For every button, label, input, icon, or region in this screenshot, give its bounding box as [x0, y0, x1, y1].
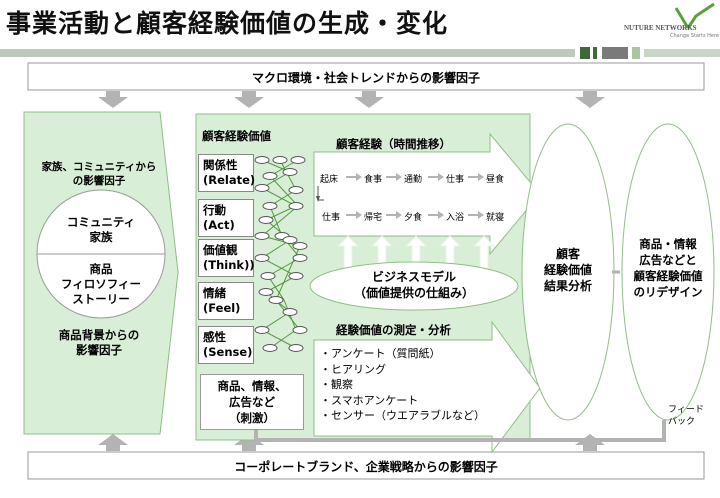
network-nodes [254, 156, 308, 352]
redesign-label: 商品・情報 広告などと 顧客経験価値 のリデザイン [633, 237, 703, 299]
timeline-row1-item: 食事 [364, 175, 383, 185]
header-stripe [0, 44, 720, 59]
facet-think: 価値観 (Think)) [198, 239, 255, 277]
timeline-row2-item: 仕事 [322, 213, 341, 223]
facet-feel: 情緒 (Feel) [198, 282, 254, 320]
facet-sense: 感性 (Sense) [198, 326, 254, 364]
white-up-arrows [336, 235, 496, 269]
checkmark-logo-icon [674, 2, 715, 29]
measurement-item: ・観察 [320, 378, 353, 391]
measurement-list: ・アンケート（質問紙） ・ヒアリング ・観察 ・スマホアンケート ・センサー（ウ… [320, 346, 485, 424]
logo-text: NUTURE NETWORKS [624, 24, 697, 32]
timeline-row1-item: 通勤 [404, 175, 423, 185]
business-model-ellipse [309, 261, 519, 311]
left-panel-top-label: 家族、コミュニティから の影響因子 [41, 161, 157, 187]
customer-result-label: 顧客 経験価値 結果分析 [543, 247, 592, 293]
timeline-row1-item: 仕事 [446, 175, 465, 185]
experience-header: 顧客経験価値 [202, 129, 271, 143]
facet-relate: 関係性 (Relate) [198, 154, 255, 192]
logo: NUTURE NETWORKS Change Starts Here [618, 2, 719, 42]
measurement-item: ・スマホアンケート [320, 393, 419, 407]
timeline-header: 顧客経験（時間推移） [336, 137, 451, 151]
measurement-item: ・センサー（ウエアラブルなど） [320, 409, 485, 422]
logo-tagline: Change Starts Here [670, 33, 719, 39]
bottom-banner-box [27, 451, 705, 480]
business-model-label: ビジネスモデル （価値提供の仕組み） [353, 270, 474, 300]
page-title: 事業活動と顧客経験価値の生成・変化 [6, 9, 449, 38]
measurement-arrow [313, 320, 541, 454]
down-arrows [98, 91, 605, 108]
feedback-label: フィード バック [668, 405, 704, 427]
left-circle-lower-label: 商品 フィロソフィー ストーリー [60, 262, 142, 306]
timeline-row2-item: 帰宅 [364, 213, 383, 223]
measurement-header: 経験価値の測定・分析 [336, 323, 451, 337]
timeline-row1-item: 起床 [320, 175, 339, 185]
measurement-item: ・アンケート（質問紙） [320, 347, 441, 360]
top-banner-box [27, 62, 705, 91]
facet-act: 行動 (Act) [198, 199, 254, 237]
timeline-row2-item: 就寝 [486, 213, 505, 223]
timeline-row2-item: 入浴 [446, 213, 465, 223]
bottom-banner: コーポレートブランド、企業戦略からの影響因子 [234, 460, 498, 474]
redesign-ellipse [621, 123, 715, 421]
top-banner: マクロ環境・社会トレンドからの影響因子 [251, 71, 480, 85]
up-arrows [98, 434, 605, 451]
timeline-row2-item: 夕食 [404, 213, 423, 223]
stimulus-box: 商品、情報、 広告など （刺激） [200, 374, 304, 430]
measurement-item: ・ヒアリング [320, 362, 386, 376]
left-circle-upper-label: コミュニティ 家族 [66, 215, 136, 244]
timeline-small-arrows [346, 173, 484, 219]
timeline-arrow [313, 132, 541, 256]
feedback-line [254, 420, 666, 442]
timeline-row1-item: 昼食 [486, 175, 505, 185]
left-panel-bottom-label: 商品背景からの 影響因子 [58, 328, 140, 357]
